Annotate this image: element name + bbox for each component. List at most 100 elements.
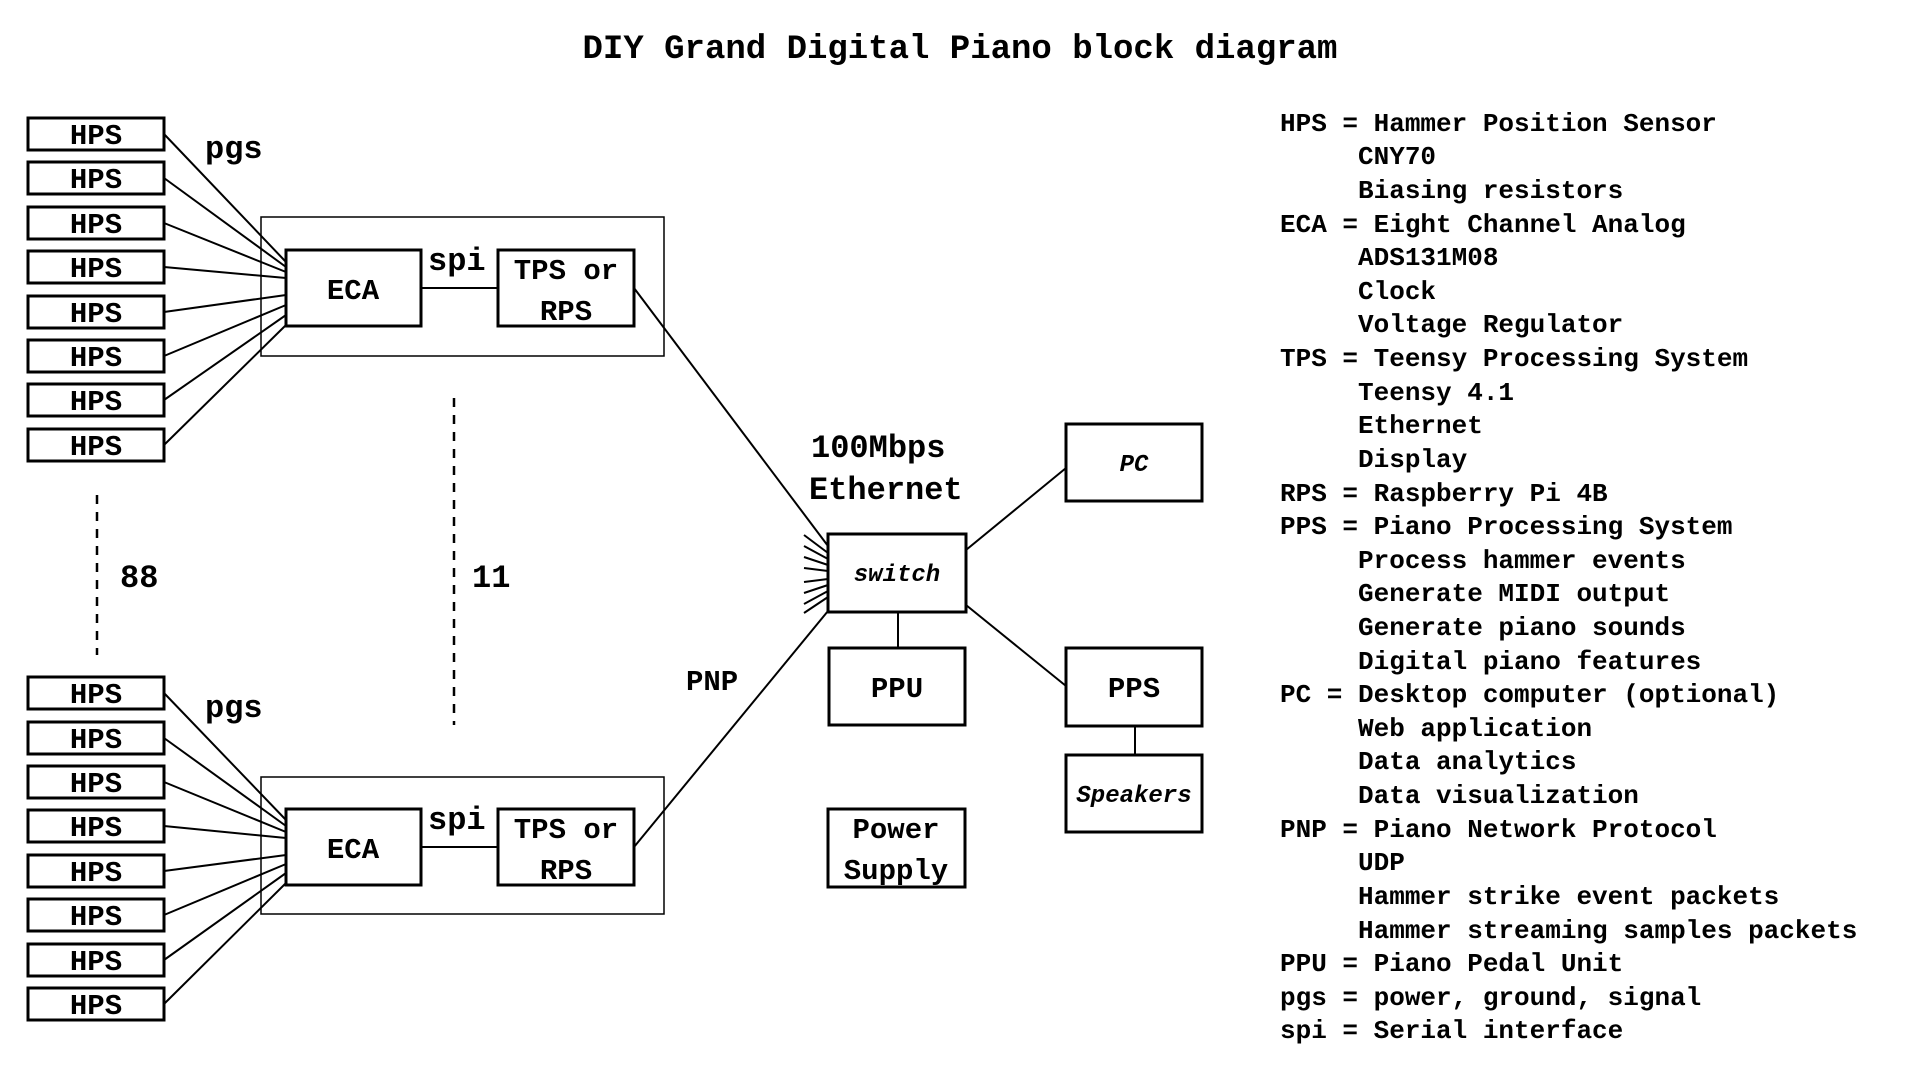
hps-box: HPS xyxy=(26,897,166,934)
svg-text:HPS: HPS xyxy=(70,857,122,890)
legend-line: ADS131M08 xyxy=(1280,243,1498,273)
legend-line: HPS = Hammer Position Sensor xyxy=(1280,109,1717,139)
diagram-title: DIY Grand Digital Piano block diagram xyxy=(583,31,1338,69)
module-frame-bottom xyxy=(260,776,665,915)
legend-line: Clock xyxy=(1280,277,1436,307)
svg-text:PPU: PPU xyxy=(871,673,923,706)
svg-text:ECA: ECA xyxy=(327,275,380,308)
hps-box: HPS xyxy=(26,382,166,419)
key-count-label: 88 xyxy=(120,560,158,597)
svg-text:HPS: HPS xyxy=(70,209,122,242)
switch-box: switch xyxy=(826,532,968,614)
hps-box: HPS xyxy=(26,294,166,331)
legend-line: Generate MIDI output xyxy=(1280,579,1670,609)
legend-line: spi = Serial interface xyxy=(1280,1016,1623,1046)
svg-text:HPS: HPS xyxy=(70,946,122,979)
legend-line: UDP xyxy=(1280,848,1405,878)
legend-line: Web application xyxy=(1280,714,1592,744)
module-group-bottom: HPS HPS HPS HPS HPS HPS HPS HPS pgs spi … xyxy=(26,675,665,1023)
network-link-bottom xyxy=(633,610,829,848)
pgs-label-top: pgs xyxy=(205,131,263,168)
svg-text:HPS: HPS xyxy=(70,768,122,801)
module-group-top: HPS HPS HPS HPS HPS HPS HPS HPS pgs spi … xyxy=(26,116,665,464)
hps-box: HPS xyxy=(26,205,166,242)
module-count-label: 11 xyxy=(472,560,510,597)
svg-text:HPS: HPS xyxy=(70,990,122,1023)
legend-line: Teensy 4.1 xyxy=(1280,378,1514,408)
legend-line: Data visualization xyxy=(1280,781,1639,811)
sensor-wires-bottom xyxy=(163,692,287,1005)
svg-text:HPS: HPS xyxy=(70,431,122,464)
svg-text:TPS or: TPS or xyxy=(514,255,618,288)
sensor-column-top: HPS HPS HPS HPS HPS HPS HPS HPS xyxy=(26,116,166,464)
svg-text:PPS: PPS xyxy=(1108,673,1160,706)
network-link-top xyxy=(633,287,829,547)
speakers-box: Speakers xyxy=(1064,753,1204,834)
legend-line: Hammer strike event packets xyxy=(1280,882,1779,912)
ppu-box: PPU xyxy=(827,646,967,727)
legend: HPS = Hammer Position Sensor CNY70 Biasi… xyxy=(1280,109,1857,1046)
hps-box: HPS xyxy=(26,720,166,757)
network-label-line1: 100Mbps xyxy=(811,430,945,467)
svg-text:HPS: HPS xyxy=(70,901,122,934)
legend-line: Data analytics xyxy=(1280,747,1576,777)
svg-text:TPS or: TPS or xyxy=(514,814,618,847)
hps-box: HPS xyxy=(26,942,166,979)
svg-text:Speakers: Speakers xyxy=(1076,783,1191,810)
pnp-label: PNP xyxy=(686,666,738,699)
network-label-line2: Ethernet xyxy=(809,472,963,509)
legend-line: Biasing resistors xyxy=(1280,176,1623,206)
svg-text:ECA: ECA xyxy=(327,834,380,867)
hps-box: HPS xyxy=(26,808,166,845)
legend-line: ECA = Eight Channel Analog xyxy=(1280,210,1686,240)
legend-line: TPS = Teensy Processing System xyxy=(1280,344,1748,374)
svg-text:switch: switch xyxy=(854,562,940,589)
hps-box: HPS xyxy=(26,338,166,375)
svg-text:RPS: RPS xyxy=(540,855,592,888)
legend-line: pgs = power, ground, signal xyxy=(1280,983,1701,1013)
pc-box: PC xyxy=(1064,422,1204,503)
svg-text:PC: PC xyxy=(1120,452,1149,479)
svg-text:Supply: Supply xyxy=(844,855,948,888)
svg-text:Power: Power xyxy=(852,814,939,847)
pps-box: PPS xyxy=(1064,646,1204,728)
legend-line: Ethernet xyxy=(1280,411,1483,441)
svg-text:HPS: HPS xyxy=(70,164,122,197)
switch-port-fan xyxy=(803,534,829,614)
sensor-wires-top xyxy=(163,133,287,446)
hps-box: HPS xyxy=(26,764,166,801)
hps-box: HPS xyxy=(26,986,166,1023)
svg-text:HPS: HPS xyxy=(70,298,122,331)
hps-box: HPS xyxy=(26,249,166,286)
svg-text:RPS: RPS xyxy=(540,296,592,329)
hps-box: HPS xyxy=(26,853,166,890)
legend-line: Voltage Regulator xyxy=(1280,310,1623,340)
legend-line: RPS = Raspberry Pi 4B xyxy=(1280,479,1608,509)
legend-line: PPU = Piano Pedal Unit xyxy=(1280,949,1623,979)
sensor-column-bottom: HPS HPS HPS HPS HPS HPS HPS HPS xyxy=(26,675,166,1023)
pps-link xyxy=(965,604,1067,687)
eca-box-bottom: ECA xyxy=(284,807,423,887)
spi-label-top: spi xyxy=(428,243,486,280)
power-supply-box: Power Supply xyxy=(826,807,967,889)
legend-line: Hammer streaming samples packets xyxy=(1280,916,1857,946)
legend-line: Process hammer events xyxy=(1280,546,1686,576)
legend-line: PNP = Piano Network Protocol xyxy=(1280,815,1717,845)
legend-line: PPS = Piano Processing System xyxy=(1280,512,1732,542)
hps-box: HPS xyxy=(26,427,166,464)
tps-rps-box-top: TPS or RPS xyxy=(496,248,636,329)
pgs-label-bottom: pgs xyxy=(205,690,263,727)
svg-text:HPS: HPS xyxy=(70,253,122,286)
svg-text:HPS: HPS xyxy=(70,812,122,845)
pc-link xyxy=(965,467,1067,551)
svg-text:HPS: HPS xyxy=(70,679,122,712)
svg-text:HPS: HPS xyxy=(70,724,122,757)
eca-box-top: ECA xyxy=(284,248,423,328)
legend-line: PC = Desktop computer (optional) xyxy=(1280,680,1779,710)
legend-line: Digital piano features xyxy=(1280,647,1701,677)
legend-line: Generate piano sounds xyxy=(1280,613,1686,643)
spi-label-bottom: spi xyxy=(428,802,486,839)
svg-text:HPS: HPS xyxy=(70,120,122,153)
hps-box: HPS xyxy=(26,116,166,153)
